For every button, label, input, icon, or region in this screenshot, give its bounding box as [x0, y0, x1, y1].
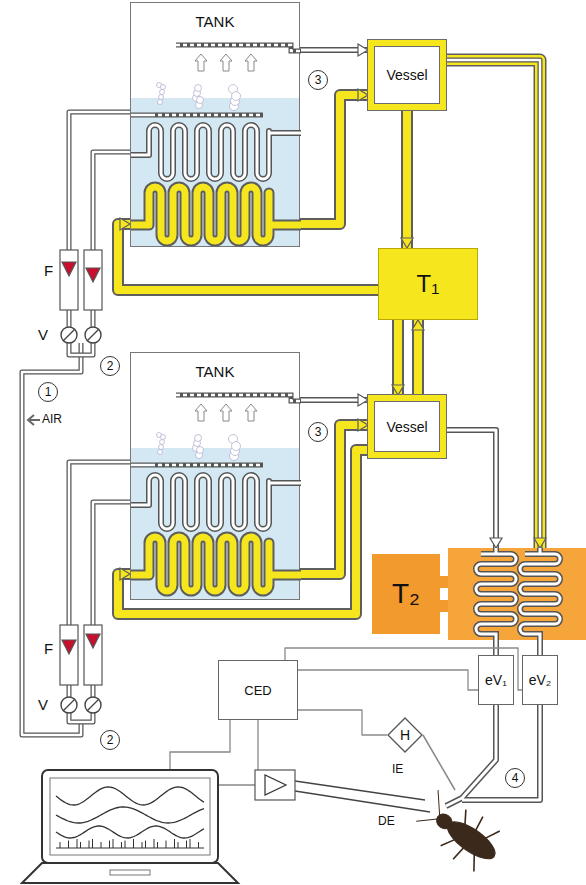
air-pipe — [300, 394, 368, 406]
thermostat-box: T₂ — [372, 548, 586, 640]
vessel: Vessel — [368, 40, 446, 110]
electrode-label: IE — [392, 762, 403, 776]
valve-box: eV₂ — [522, 655, 558, 705]
node-label: eV₁ — [485, 672, 507, 688]
water-pipe — [300, 89, 368, 224]
electrode-label: DE — [378, 814, 395, 828]
air-label: AIR — [42, 412, 62, 426]
signal-wire — [298, 710, 387, 735]
node-label: T₂ — [392, 578, 420, 610]
node-label: TANK — [196, 13, 235, 30]
node-label: TANK — [196, 363, 235, 380]
air-pipe — [300, 44, 368, 56]
tank: TANK — [130, 352, 300, 600]
water-pipe — [412, 320, 424, 395]
water-pipe — [392, 320, 404, 395]
callout-number: 1 — [38, 382, 58, 402]
valve-box: eV₁ — [478, 655, 514, 705]
node-label: CED — [244, 683, 271, 698]
callout-number: 3 — [308, 422, 328, 442]
recorder-box: CED — [218, 660, 298, 720]
callout-number: 2 — [100, 356, 120, 376]
air-pipe — [446, 430, 502, 548]
node-label: T₁ — [417, 270, 440, 298]
air-pipe — [540, 640, 541, 655]
callout-number: 4 — [505, 768, 525, 788]
valve-label: V — [38, 326, 48, 343]
vessel: Vessel — [368, 395, 446, 458]
valve-label: V — [38, 696, 48, 713]
node-label: Vessel — [386, 419, 427, 435]
tank: TANK — [130, 2, 300, 247]
water-pipe — [401, 110, 413, 248]
flowmeter-label: F — [44, 640, 53, 657]
flowmeter-label: F — [44, 262, 53, 279]
callout-number: 3 — [308, 70, 328, 90]
thermostat-box: T₁ — [378, 248, 478, 320]
node-label: H — [400, 727, 410, 743]
humidifier-diamond: H — [387, 717, 423, 753]
node-label: eV₂ — [529, 672, 552, 688]
signal-wire — [298, 670, 478, 690]
callout-number: 2 — [100, 730, 120, 750]
node-label: Vessel — [386, 67, 427, 83]
